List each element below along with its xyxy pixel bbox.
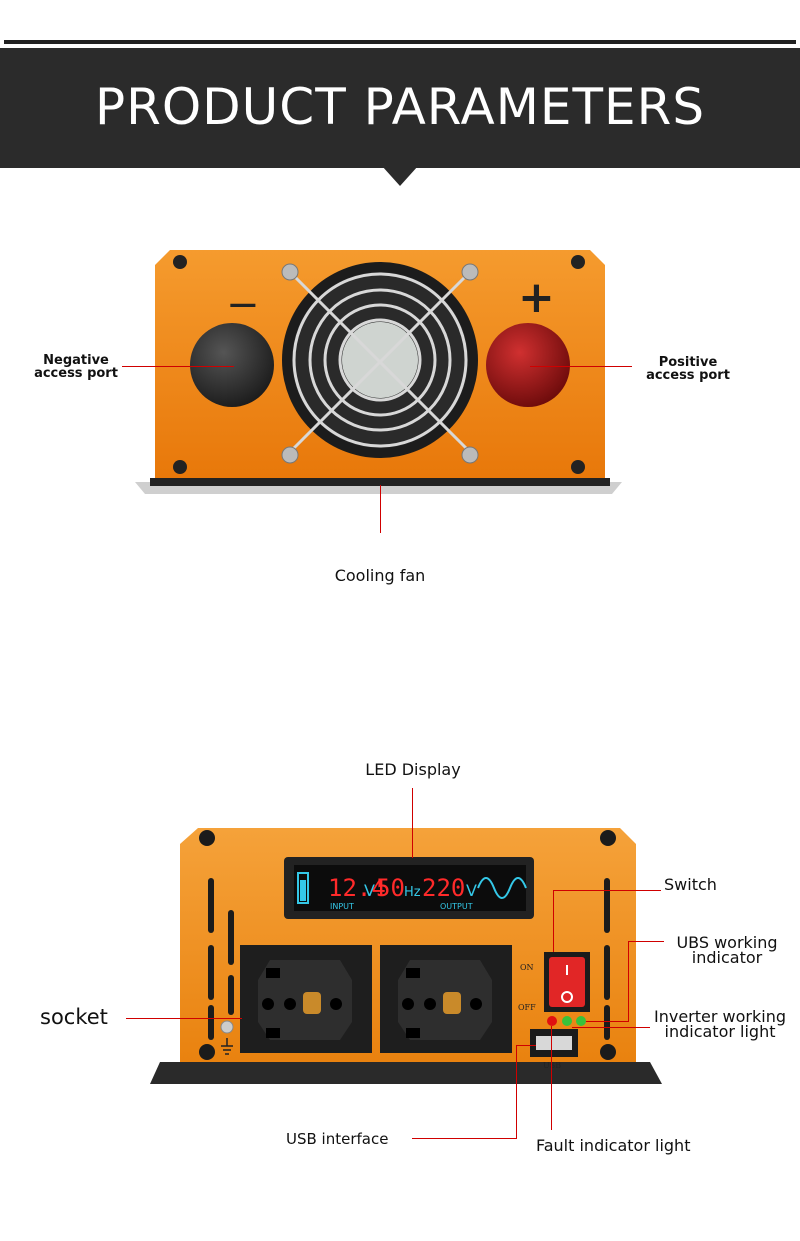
inverter-front-image: − + xyxy=(135,250,622,494)
callout-line-ubs-h xyxy=(628,941,664,942)
banner-notch xyxy=(382,166,418,186)
label-cooling-fan: Cooling fan xyxy=(334,566,426,585)
label-usb-interface: USB interface xyxy=(286,1130,389,1148)
page-title: PRODUCT PARAMETERS xyxy=(94,78,706,136)
vent-slots xyxy=(208,878,610,1040)
header-banner xyxy=(0,48,800,168)
display-freq-value: 50 xyxy=(376,874,405,902)
socket-2 xyxy=(380,945,512,1053)
ground-screw-icon xyxy=(220,1020,234,1034)
display-input-unit: V xyxy=(364,881,375,900)
display-output-caption: OUTPUT xyxy=(440,902,473,911)
socket-1 xyxy=(240,945,372,1053)
usb-port[interactable] xyxy=(536,1036,572,1050)
fault-led xyxy=(547,1016,557,1026)
label-socket: socket xyxy=(40,1005,108,1029)
label-negative: Negative access port xyxy=(34,353,118,381)
callout-line-inverter xyxy=(572,1027,650,1028)
callout-line-switch-v xyxy=(553,890,554,952)
callout-line-usb-h2 xyxy=(516,1045,536,1046)
positive-symbol: + xyxy=(518,272,555,323)
label-switch: Switch xyxy=(664,875,717,894)
callout-line-switch-h xyxy=(553,890,661,891)
battery-icon xyxy=(297,872,309,904)
callout-line-socket xyxy=(126,1018,242,1019)
display-input-caption: INPUT xyxy=(330,902,354,911)
callout-line-negative xyxy=(122,366,234,367)
callout-line-ubs-v xyxy=(628,941,629,1021)
label-inverter-indicator: Inverter working indicator light xyxy=(654,1007,786,1041)
callout-line-positive xyxy=(530,366,632,367)
switch-off-label: OFF xyxy=(518,1003,536,1012)
callout-line-ubs-h2 xyxy=(586,1021,629,1022)
sine-wave-icon xyxy=(477,877,527,899)
switch-on-label: ON xyxy=(520,963,534,972)
label-fault-light: Fault indicator light xyxy=(536,1136,691,1155)
base-plate xyxy=(150,478,610,486)
led-screen xyxy=(294,865,526,911)
callout-line-fan xyxy=(380,485,381,533)
power-switch[interactable] xyxy=(549,957,585,1007)
label-ubs-indicator: UBS working indicator xyxy=(676,933,778,967)
negative-terminal xyxy=(190,323,274,407)
callout-line-usb-h xyxy=(412,1138,516,1139)
positive-terminal xyxy=(486,323,570,407)
usb-caption: USB xyxy=(543,1061,561,1070)
callout-line-fault xyxy=(551,1026,552,1130)
negative-symbol: − xyxy=(226,282,260,328)
fan-grill-icon xyxy=(288,270,472,454)
ubs-led xyxy=(576,1016,586,1026)
inverter-led xyxy=(562,1016,572,1026)
display-output-value: 220 xyxy=(422,874,465,902)
top-rule xyxy=(4,40,796,44)
label-led-display: LED Display xyxy=(365,760,461,779)
callout-line-usb-v xyxy=(516,1045,517,1139)
display-input-value: 12.4 xyxy=(328,874,386,902)
callout-line-led xyxy=(412,788,413,858)
ground-symbol-icon xyxy=(221,1038,233,1055)
display-freq-unit: Hz xyxy=(404,885,421,900)
label-positive: Positive access port xyxy=(646,355,730,383)
display-output-unit: V xyxy=(466,881,477,900)
